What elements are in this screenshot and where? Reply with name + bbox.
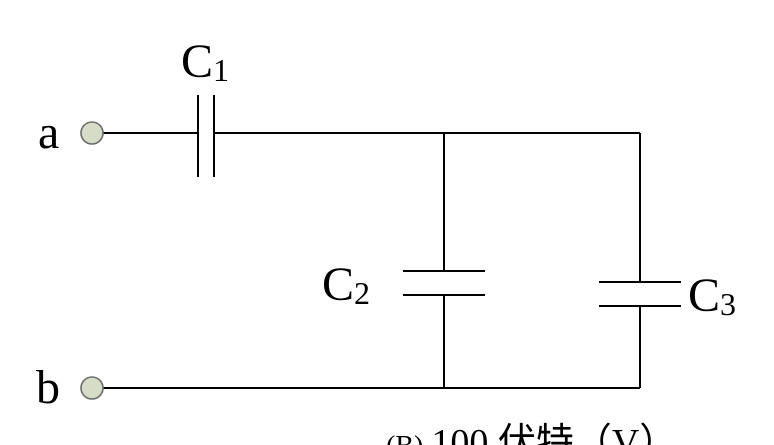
- c3-label-index: 3: [720, 286, 736, 322]
- terminal-a-label: a: [38, 106, 59, 159]
- c2-label-index: 2: [354, 275, 370, 311]
- c1-label: C1: [181, 35, 229, 88]
- answer-caption: (B) 100 伏特（V）: [386, 422, 677, 445]
- answer-value: 100 伏特（V）: [431, 422, 677, 445]
- terminal-a: [80, 121, 104, 145]
- c1-label-index: 1: [213, 52, 229, 88]
- terminal-b: [80, 376, 104, 400]
- c3-label: C3: [688, 269, 736, 322]
- c2-label: C2: [322, 258, 370, 311]
- terminal-b-label: b: [36, 361, 60, 414]
- c1-label-letter: C: [181, 35, 213, 88]
- c3-label-letter: C: [688, 269, 720, 322]
- answer-option: (B): [386, 431, 423, 445]
- c2-label-letter: C: [322, 258, 354, 311]
